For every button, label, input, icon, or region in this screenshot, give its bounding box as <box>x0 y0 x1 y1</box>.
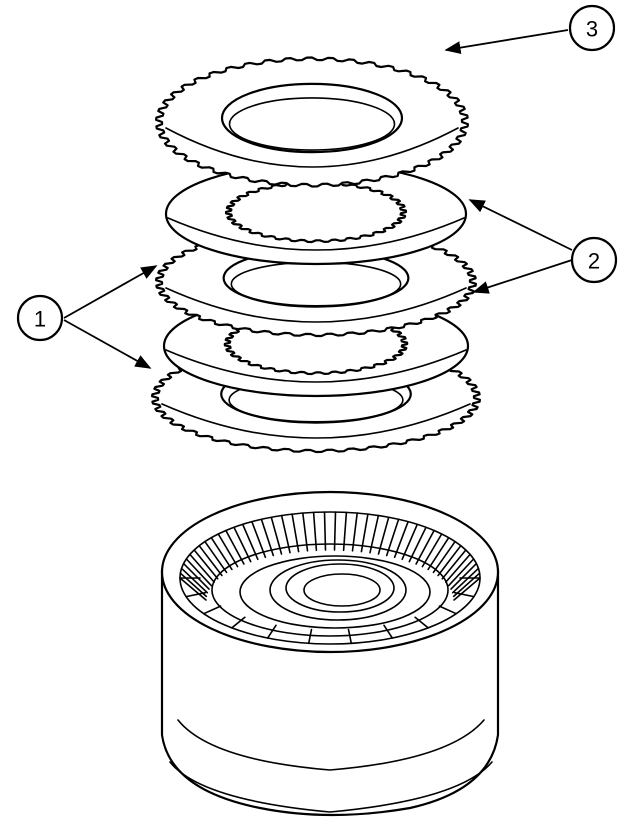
steel-plate-upper-inner-teeth <box>224 180 408 244</box>
callout-leaders <box>63 29 573 369</box>
drum-spline <box>437 544 462 577</box>
drum-spline <box>179 572 208 598</box>
callout-3: 3 <box>568 4 616 52</box>
drum-spline <box>432 540 456 574</box>
drum-spline <box>444 553 471 583</box>
drum-spline <box>233 526 252 563</box>
drum-spline-front <box>438 605 458 615</box>
steel-plate-upper-edge <box>167 217 465 251</box>
drum-spline <box>401 523 419 561</box>
drum-spline <box>408 526 427 563</box>
drum-spline-front <box>453 591 475 598</box>
drum-hub-ring-inner <box>285 563 395 613</box>
drum-spline <box>450 562 478 590</box>
drum-spline-front <box>347 628 353 645</box>
friction-plate-top <box>155 56 469 188</box>
drum-hub-bore <box>303 573 381 607</box>
friction-plate-top-inner-face <box>228 97 396 151</box>
clutch-plates-stack <box>151 56 481 454</box>
callout-2: 2 <box>570 236 618 284</box>
drum-spline-front <box>185 591 207 598</box>
drum-spline <box>204 540 228 574</box>
drum-hub-ring-outer <box>239 555 431 629</box>
drum-spline <box>189 553 215 583</box>
drum-spline <box>225 529 245 565</box>
callout-1: 1 <box>16 294 64 342</box>
drum-spline-front <box>414 616 430 629</box>
drum-hub-ring-mid <box>269 559 407 621</box>
drum-spline <box>427 536 450 571</box>
steel-plate-lower-edge <box>165 349 467 383</box>
drum-spline <box>185 558 213 587</box>
drum-bottom-rim <box>169 761 493 813</box>
drum-spline-front <box>203 605 222 615</box>
drum-spline <box>441 549 467 580</box>
drum-lower-band <box>177 719 485 771</box>
drum-spline <box>210 536 233 571</box>
callout-3-label: 3 <box>586 17 598 42</box>
steel-plate-upper <box>164 162 468 266</box>
drum-spline <box>198 544 223 577</box>
drum-spline-front <box>266 624 277 639</box>
friction-plate-top-edge <box>165 127 459 168</box>
callout-1-label: 1 <box>34 307 46 332</box>
drum-spline <box>217 533 239 568</box>
leader-1b <box>63 319 152 369</box>
leader-1a <box>63 265 158 319</box>
clutch-drum-housing <box>160 490 500 817</box>
drum-spline <box>193 549 219 580</box>
drum-spline <box>179 577 207 601</box>
leader-2b <box>472 259 573 294</box>
friction-plate-top-inner-hole <box>220 82 404 154</box>
drum-spline <box>451 567 480 594</box>
drum-spline <box>180 567 209 594</box>
leader-3 <box>444 29 569 55</box>
leader-2a <box>468 199 573 251</box>
callout-2-label: 2 <box>588 249 600 274</box>
drum-spline <box>421 533 443 568</box>
drum-spline <box>452 572 481 598</box>
drum-spline <box>415 529 435 565</box>
drum-spline-front <box>307 628 313 645</box>
drum-spline <box>453 577 481 601</box>
drum-piston-ring <box>211 543 449 637</box>
friction-plate-middle-edge <box>165 287 467 323</box>
friction-plate-bottom-edge <box>161 403 471 439</box>
drum-spline <box>182 562 210 590</box>
drum-spline-front <box>231 616 246 629</box>
drum-spline-front <box>383 624 394 639</box>
drum-spline <box>241 523 259 561</box>
drum-spline <box>447 558 475 587</box>
